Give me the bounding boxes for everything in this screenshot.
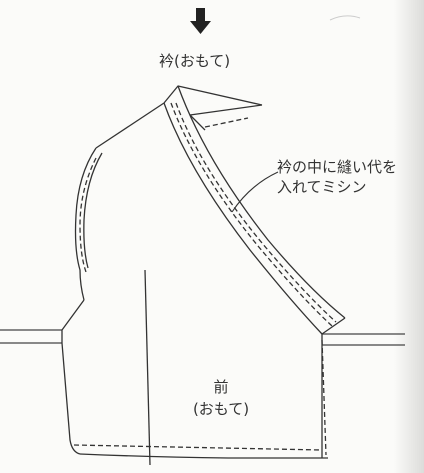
seam-note-line1: 衿の中に縫い代を <box>277 158 398 176</box>
seam-note-line2: 入れてミシン <box>277 178 367 196</box>
left-guide-lines <box>0 329 62 344</box>
page-edge-shadow <box>394 0 424 473</box>
front-side-label: (おもて) <box>192 400 250 418</box>
right-guide-lines <box>322 333 405 346</box>
front-bodice-outline <box>61 102 328 466</box>
down-arrow-icon <box>190 8 211 34</box>
collar-band <box>163 85 346 335</box>
stitch-lines <box>73 102 337 456</box>
front-label: 前 <box>213 378 229 396</box>
pencil-mark <box>329 15 361 21</box>
leader-line <box>231 171 279 213</box>
collar-outside-label: 衿(おもて) <box>159 52 231 70</box>
